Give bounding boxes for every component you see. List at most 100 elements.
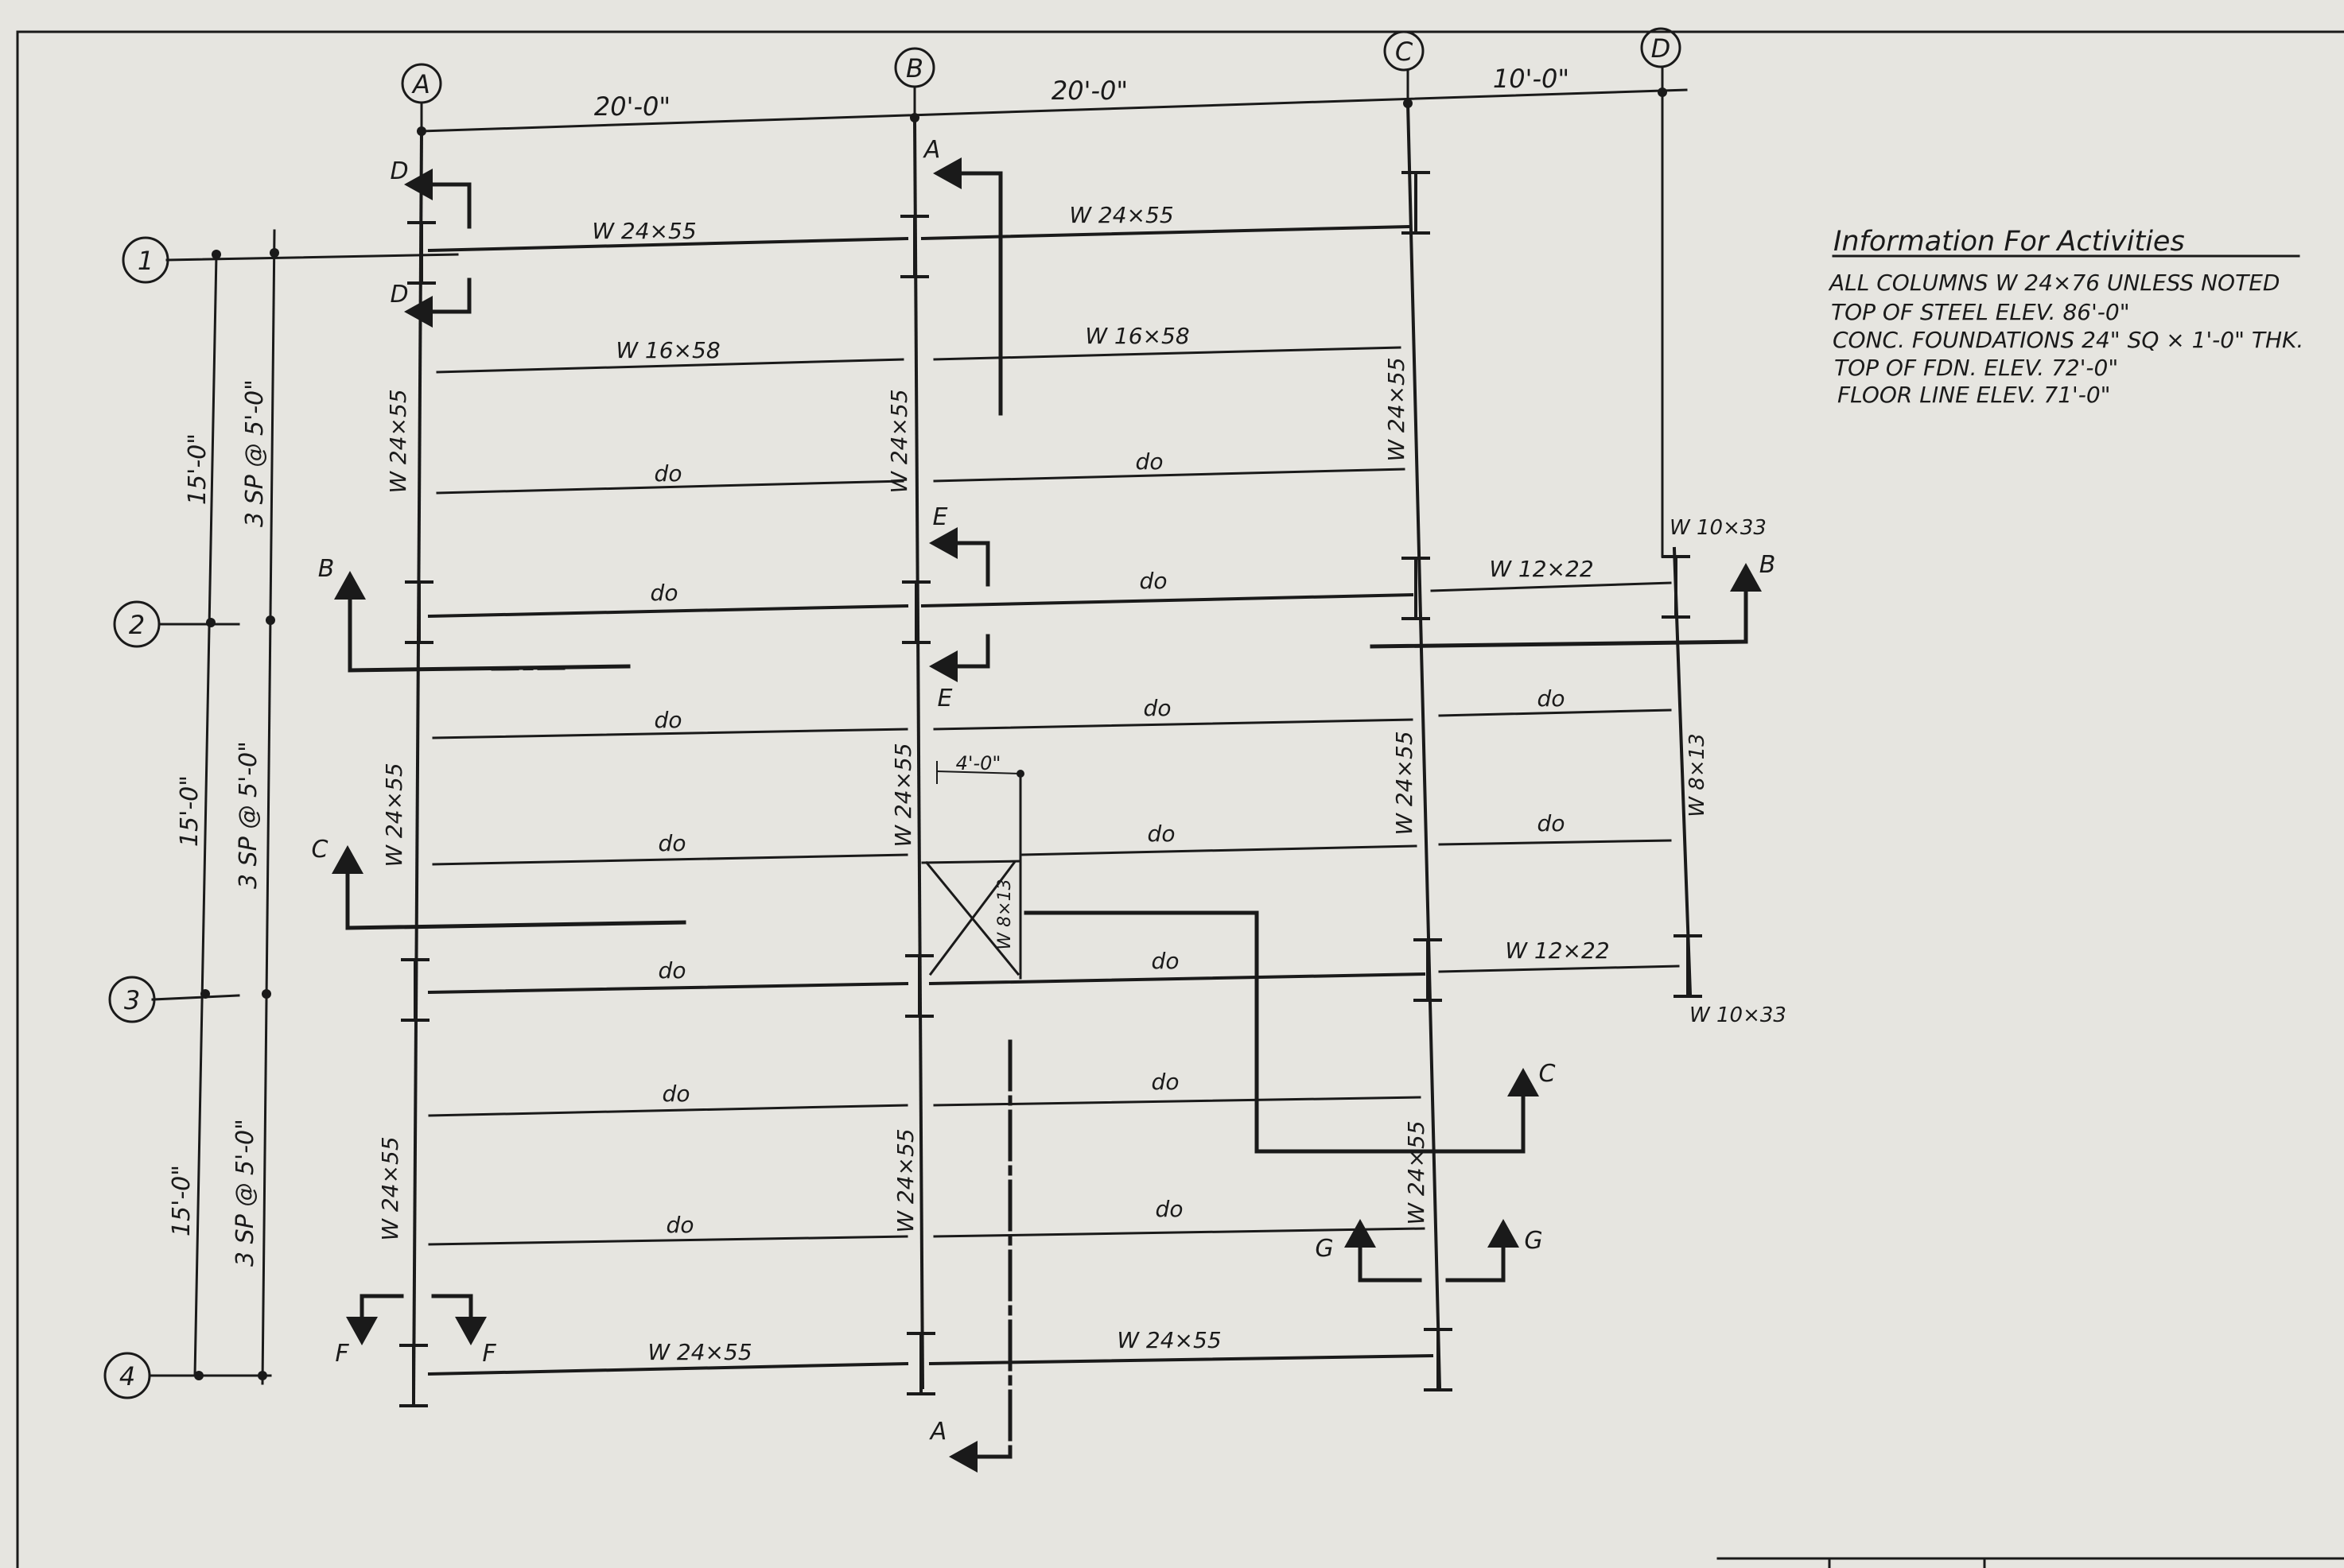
section-mark: F bbox=[482, 1340, 496, 1368]
girder-row-4-bc bbox=[928, 1353, 1434, 1366]
section-mark: E bbox=[938, 685, 953, 712]
column-grid-label: C bbox=[1395, 37, 1413, 67]
beam-label: W 24×55 bbox=[647, 1339, 752, 1365]
section-mark: C bbox=[1539, 1060, 1556, 1088]
column-label: W 24×55 bbox=[1403, 1120, 1429, 1225]
column-label: W 24×55 bbox=[1383, 357, 1409, 461]
filler-beam bbox=[933, 1096, 1421, 1107]
opening-edge bbox=[921, 860, 1022, 864]
column-grid-label: B bbox=[906, 53, 923, 83]
section-mark: E bbox=[933, 503, 948, 531]
section-cut-a bbox=[940, 171, 1003, 416]
section-cut-d bbox=[439, 278, 472, 314]
section-mark: G bbox=[1315, 1235, 1333, 1263]
column-line-b bbox=[912, 117, 925, 1390]
section-arrow bbox=[1344, 1219, 1376, 1248]
section-mark: A bbox=[929, 1418, 947, 1446]
section-cut-b bbox=[348, 590, 631, 673]
dimension-dot bbox=[212, 250, 221, 259]
top-dimension-line bbox=[420, 88, 1688, 133]
dimension-text: 10'-0" bbox=[1493, 64, 1569, 94]
section-mark: F bbox=[335, 1340, 349, 1368]
column-label: W 24×55 bbox=[377, 1136, 403, 1240]
filler-beam bbox=[428, 1104, 908, 1117]
dimension-text: 20'-0" bbox=[594, 91, 671, 122]
beam-label: W 12×22 bbox=[1489, 556, 1593, 582]
column-line-a bbox=[411, 129, 424, 1402]
section-cut-g bbox=[1358, 1238, 1422, 1283]
section-cut-f bbox=[360, 1294, 404, 1326]
info-line: CONC. FOUNDATIONS 24" SQ × 1'-0" THK. bbox=[1833, 327, 2303, 353]
beam-label: do bbox=[659, 957, 686, 984]
section-mark: C bbox=[312, 836, 328, 864]
section-cut-d bbox=[439, 182, 472, 229]
spacing-text: 3 SP @ 5'-0" bbox=[241, 379, 269, 527]
column-grid-label: A bbox=[411, 69, 430, 99]
row-grid-label: 4 bbox=[119, 1361, 135, 1391]
section-mark: B bbox=[318, 555, 335, 583]
opening-dimension-text: 4'-0" bbox=[956, 752, 1001, 774]
dimension-dot bbox=[262, 989, 271, 999]
spacing-text: 3 SP @ 5'-0" bbox=[231, 1119, 259, 1267]
dimension-text: 15'-0" bbox=[176, 775, 204, 847]
girder-row-2-ab bbox=[427, 604, 909, 619]
beam-row-3-cd bbox=[1438, 964, 1680, 973]
beam-label: do bbox=[659, 830, 686, 856]
beam-label: W 10×33 bbox=[1670, 516, 1767, 540]
filler-beam bbox=[933, 468, 1405, 483]
girder-row-3-ab bbox=[427, 981, 909, 995]
info-title: Information For Activities bbox=[1833, 226, 2185, 258]
row-line-3-ext bbox=[151, 994, 240, 1001]
beam-label: do bbox=[655, 460, 682, 487]
beam-label: do bbox=[1136, 448, 1164, 475]
beam-label: W 24×55 bbox=[592, 218, 696, 244]
beam-label: do bbox=[1152, 1069, 1180, 1095]
filler-beam bbox=[436, 358, 904, 374]
info-block: Information For Activities ALL COLUMNS W… bbox=[1828, 226, 2303, 408]
section-arrow bbox=[346, 1317, 378, 1345]
section-cut-c bbox=[1024, 910, 1526, 1154]
beam-label: do bbox=[655, 707, 682, 733]
beam-label: W 8×13 bbox=[1685, 733, 1709, 817]
filler-beam bbox=[933, 718, 1413, 731]
column-grid-bubble bbox=[1640, 27, 1681, 68]
dimension-text: 15'-0" bbox=[168, 1165, 196, 1236]
section-arrow bbox=[1507, 1068, 1539, 1096]
section-arrow bbox=[929, 650, 958, 682]
section-cut-f bbox=[431, 1294, 473, 1326]
filler-beam bbox=[432, 853, 908, 866]
dimension-text: 20'-0" bbox=[1051, 76, 1128, 106]
row-grid-bubble bbox=[103, 1352, 151, 1399]
column-label: W 24×55 bbox=[385, 389, 411, 493]
filler-beam bbox=[1020, 844, 1417, 856]
beam-label: do bbox=[1537, 810, 1565, 836]
section-mark: B bbox=[1759, 551, 1776, 579]
dimension-dot bbox=[194, 1371, 204, 1380]
row-grid-label: 3 bbox=[124, 985, 140, 1015]
dimension-dot bbox=[200, 989, 210, 999]
girder-row-1-bc bbox=[920, 224, 1410, 241]
beam-label: do bbox=[1144, 695, 1172, 721]
girder-row-3-bc bbox=[928, 972, 1426, 986]
beam-label: do bbox=[651, 580, 678, 606]
beam-label: do bbox=[1148, 821, 1176, 847]
section-cut-g bbox=[1445, 1238, 1506, 1283]
beam-label: do bbox=[663, 1081, 690, 1107]
beam-label: W 10×33 bbox=[1689, 1003, 1786, 1027]
section-arrow bbox=[332, 845, 363, 874]
dimension-dot bbox=[206, 618, 216, 627]
section-arrow bbox=[1487, 1219, 1519, 1248]
dimension-dot bbox=[258, 1371, 267, 1380]
column-label: W 24×55 bbox=[886, 389, 912, 493]
left-dimension-line bbox=[193, 253, 218, 1377]
dimension-text: 15'-0" bbox=[184, 433, 212, 505]
section-mark: D bbox=[390, 157, 408, 185]
opening-dimension bbox=[935, 770, 1022, 775]
info-line: TOP OF FDN. ELEV. 72'-0" bbox=[1834, 355, 2118, 381]
column-grid-bubble bbox=[1383, 30, 1425, 72]
section-arrow bbox=[334, 571, 366, 600]
dimension-dot bbox=[266, 615, 275, 625]
column-line-c bbox=[1405, 101, 1442, 1390]
